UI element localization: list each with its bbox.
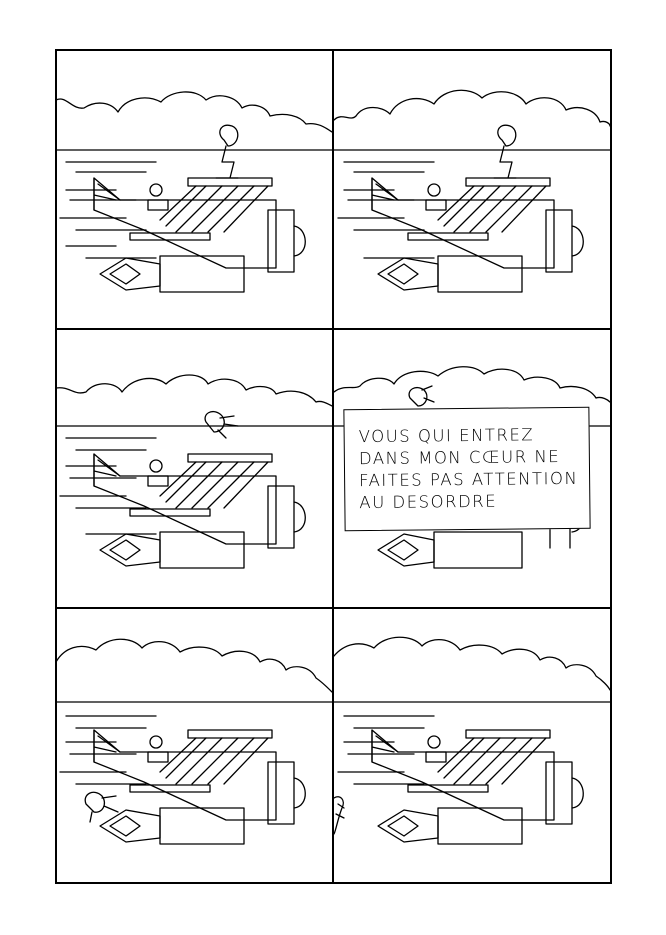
nose-cone xyxy=(377,257,439,291)
engine-block xyxy=(267,761,295,825)
nose-cone xyxy=(377,809,439,843)
tumbling-character xyxy=(84,791,119,823)
aircraft-tail xyxy=(93,177,121,211)
aircraft-wing xyxy=(187,453,273,463)
cloud xyxy=(56,91,332,133)
pilot-head xyxy=(149,735,163,749)
cloud xyxy=(334,636,610,691)
aircraft-body xyxy=(93,177,277,269)
lower-wing xyxy=(129,232,211,241)
nose-cone xyxy=(377,533,435,567)
engine-pod xyxy=(433,531,523,569)
propeller xyxy=(571,225,584,257)
nose-cone xyxy=(99,533,161,567)
engine-block xyxy=(545,209,573,273)
cloud xyxy=(56,374,332,407)
speech-line-4: AU DESORDRE xyxy=(359,491,498,513)
pilot-head xyxy=(427,735,441,749)
aircraft-body xyxy=(371,177,555,269)
engine-block xyxy=(545,761,573,825)
aircraft-body xyxy=(371,729,555,821)
engine-pod xyxy=(159,255,245,293)
scene-drawing xyxy=(56,638,332,845)
engine-pod xyxy=(437,807,523,845)
cloud xyxy=(334,89,610,127)
aircraft-wing xyxy=(465,177,551,187)
comic-panel-1 xyxy=(56,50,332,328)
hiding-character xyxy=(408,385,435,407)
propeller xyxy=(293,501,306,533)
pilot-head xyxy=(427,183,441,197)
cloud xyxy=(56,638,332,693)
scene-drawing xyxy=(334,636,610,845)
wing-stripes xyxy=(159,185,269,233)
speech-line-2: DANS MON CŒUR NE xyxy=(358,447,561,469)
aircraft-wing xyxy=(187,729,273,739)
aircraft-body xyxy=(93,729,277,821)
engine-pod xyxy=(159,531,245,569)
falling-character xyxy=(204,410,239,439)
aircraft-wing xyxy=(465,729,551,739)
standing-character xyxy=(215,124,239,179)
comic-panel-3 xyxy=(56,330,332,606)
cloud xyxy=(334,366,610,403)
comic-panel-5 xyxy=(56,608,332,882)
comic-panel-6 xyxy=(334,608,610,882)
propeller xyxy=(571,777,584,809)
comic-panel-2 xyxy=(334,50,610,328)
speech-sign: VOUS QUI ENTREZ DANS MON CŒUR NE FAITES … xyxy=(343,406,591,532)
pilot-head xyxy=(149,183,163,197)
speech-line-1: VOUS QUI ENTREZ xyxy=(358,425,535,447)
speech-text: VOUS QUI ENTREZ DANS MON CŒUR NE FAITES … xyxy=(359,424,584,514)
scene-drawing xyxy=(334,89,610,293)
aircraft-body xyxy=(93,453,277,545)
nose-cone xyxy=(99,257,161,291)
standing-character xyxy=(493,124,517,179)
engine-pod xyxy=(437,255,523,293)
scene-drawing xyxy=(56,374,332,569)
aircraft-wing xyxy=(187,177,273,187)
falling-character xyxy=(334,796,345,835)
engine-block xyxy=(267,209,295,273)
propeller xyxy=(293,225,306,257)
scene-drawing xyxy=(56,91,332,293)
engine-block xyxy=(267,485,295,549)
nose-cone xyxy=(99,809,161,843)
pilot-head xyxy=(149,459,163,473)
engine-pod xyxy=(159,807,245,845)
speech-line-3: FAITES PAS ATTENTION xyxy=(359,468,579,491)
propeller xyxy=(293,777,306,809)
